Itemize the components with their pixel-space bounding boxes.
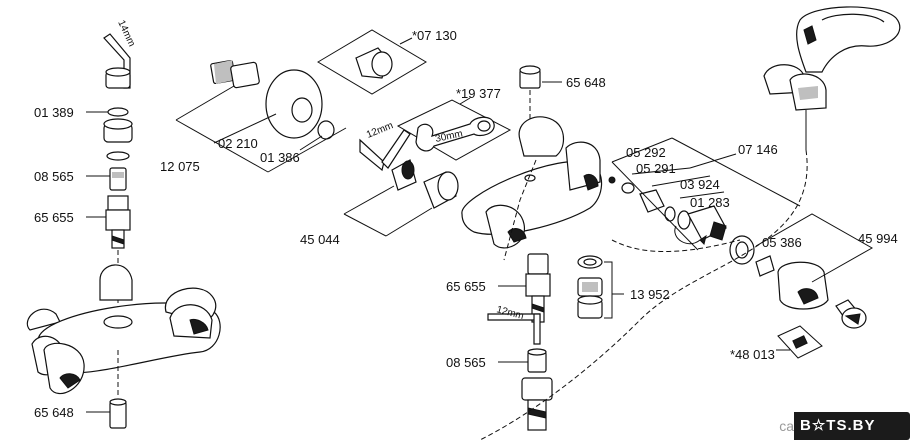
label-01283: 01 283 (690, 195, 730, 210)
label-07130: *07 130 (412, 28, 457, 43)
label-02210: 02 210 (218, 136, 258, 151)
eccentric-connector-part (210, 59, 260, 89)
watermark-text: B☆TS.BY (800, 417, 876, 434)
hex-key-12mm-bottom: 12mm (487, 304, 541, 345)
label-48013: *48 013 (730, 347, 775, 362)
hex-key-12mm-top: 12mm (359, 120, 411, 172)
label-05292: 05 292 (626, 145, 666, 160)
left-leader-lines (86, 111, 110, 413)
eccentric-leader-lines (175, 85, 347, 173)
label-65655-main: 65 655 (446, 279, 486, 294)
shower-holder (763, 64, 827, 111)
cartridge-group (608, 176, 727, 245)
shower-head (796, 6, 901, 73)
spindle-sleeve-part (391, 159, 417, 191)
leader-45044 (343, 185, 433, 237)
label-13952: 13 952 (630, 287, 670, 302)
wall-rosette-part (265, 69, 323, 139)
label-19377: *19 377 (456, 86, 501, 101)
bush-part-main (498, 348, 547, 373)
label-01386-mid: 01 386 (260, 150, 300, 165)
ring-part (106, 151, 130, 161)
outlet-part-small (109, 398, 127, 429)
site-watermark: ca B☆TS.BY (760, 412, 910, 440)
outlet-spindle-part (521, 377, 553, 431)
label-01389-left: 01 389 (34, 105, 74, 120)
top-cap-part (519, 65, 562, 124)
label-12075: 12 075 (160, 159, 200, 174)
label-03924: 03 924 (680, 177, 720, 192)
spindle-part-small (105, 195, 131, 249)
indicator-cap-part (835, 299, 867, 329)
tool-label-30mm: 30mm (434, 128, 463, 145)
label-45994: 45 994 (858, 231, 898, 246)
aerator-group (577, 255, 624, 319)
o-ring-part (107, 107, 129, 117)
assembly-dashed (611, 239, 741, 253)
cartridge-leader-lines (611, 137, 801, 251)
box-07130 (317, 29, 427, 95)
watermark-prefix: ca (760, 412, 794, 440)
spanner-box-19377: 30mm (396, 97, 512, 161)
box-48013 (776, 325, 823, 359)
label-45044: 45 044 (300, 232, 340, 247)
label-05386-right: 05 386 (762, 235, 802, 250)
tool-label-12mm-top: 12mm (365, 120, 395, 141)
axis-line-main (503, 159, 537, 261)
mixer-body-main (461, 116, 603, 249)
label-07146: 07 146 (738, 142, 778, 157)
cap-nut-part (105, 67, 131, 89)
label-08565-main: 08 565 (446, 355, 486, 370)
label-05291: 05 291 (636, 161, 676, 176)
bush-part (109, 167, 127, 191)
label-65648-left: 65 648 (34, 405, 74, 420)
label-65655-left: 65 655 (34, 210, 74, 225)
handle-group (729, 213, 874, 310)
connector-nut-part (423, 171, 459, 209)
label-08565-left: 08 565 (34, 169, 74, 184)
mixer-body-small (26, 264, 221, 398)
nut-part (103, 118, 133, 143)
label-65648-top: 65 648 (566, 75, 606, 90)
